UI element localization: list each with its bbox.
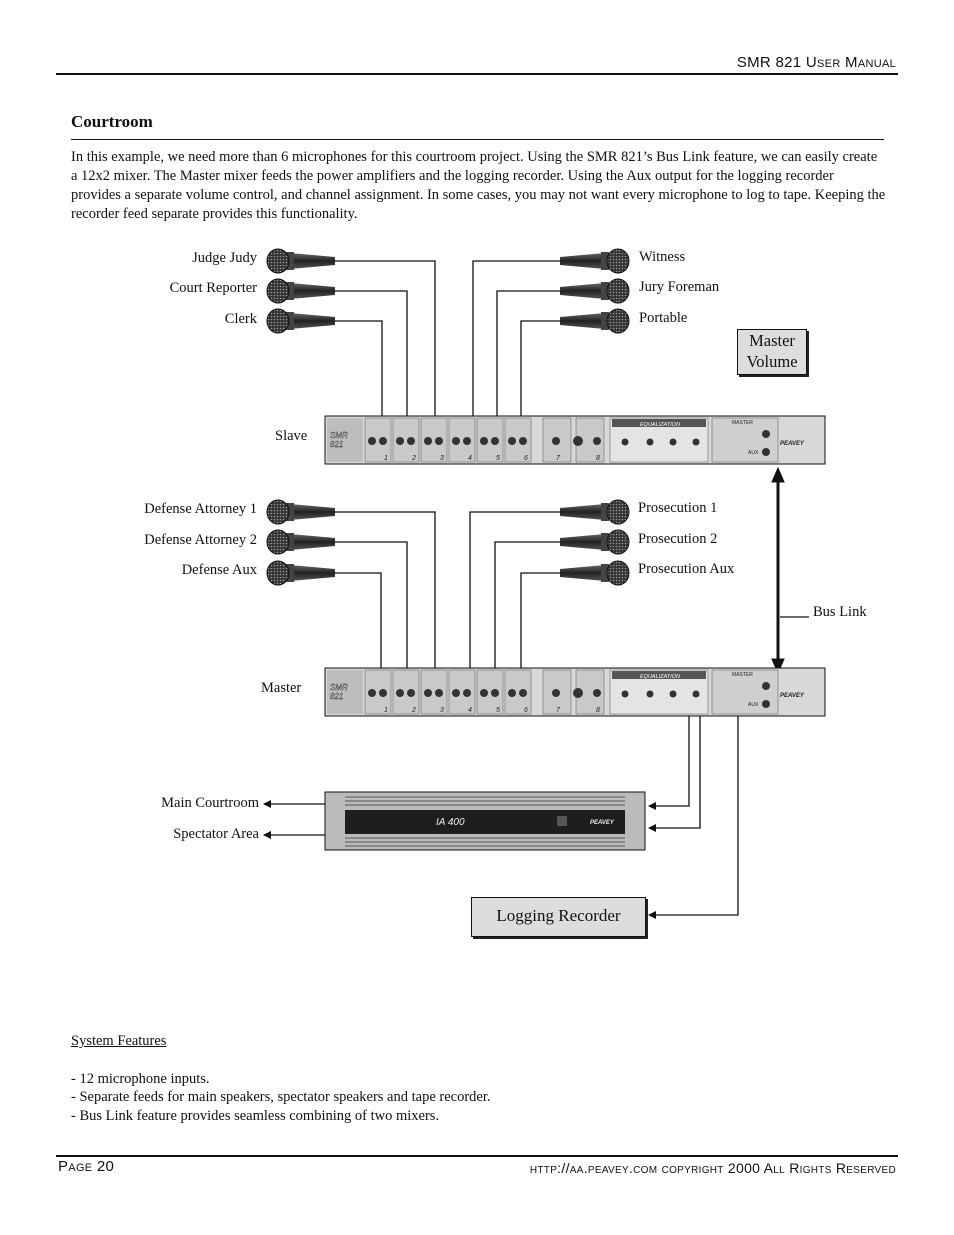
svg-text:5: 5: [496, 455, 500, 462]
svg-text:8: 8: [596, 455, 600, 462]
svg-text:PEAVEY: PEAVEY: [590, 820, 615, 826]
svg-text:4: 4: [468, 455, 472, 462]
feature-item: - 12 microphone inputs.: [71, 1071, 210, 1087]
svg-text:1: 1: [384, 455, 388, 462]
output-label: Spectator Area: [173, 826, 259, 842]
mic-label: Court Reporter: [169, 280, 257, 296]
svg-text:PEAVEY: PEAVEY: [780, 441, 805, 447]
mic-label: Defense Aux: [181, 562, 257, 578]
svg-text:AUX: AUX: [748, 450, 759, 456]
mic-label: Prosecution 1: [638, 500, 718, 516]
master-volume-box: Master Volume: [737, 329, 807, 375]
section-title: Courtroom: [71, 112, 153, 131]
feature-item: - Bus Link feature provides seamless com…: [71, 1108, 440, 1124]
mic-label: Defense Attorney 1: [144, 501, 257, 517]
running-header: SMR 821 User Manual: [736, 54, 896, 71]
svg-text:7: 7: [556, 455, 561, 462]
bus-link-label: Bus Link: [813, 604, 867, 620]
footer-rule: [56, 1155, 898, 1157]
mic-label: Witness: [639, 249, 686, 265]
slave-label: Slave: [275, 428, 308, 444]
svg-text:SMR: SMR: [330, 431, 348, 440]
mic-label: Jury Foreman: [639, 279, 720, 295]
svg-text:EQUALIZATION: EQUALIZATION: [640, 422, 680, 428]
ia400-amplifier: IA 400 PEAVEY: [324, 791, 646, 851]
svg-text:IA 400: IA 400: [436, 817, 465, 828]
mic-label: Defense Attorney 2: [144, 532, 257, 548]
mic-label: Clerk: [224, 311, 257, 327]
mic-label: Prosecution Aux: [638, 561, 735, 577]
footer-copyright: http://aa.peavey.com copyright 2000 All …: [529, 1160, 896, 1176]
header-rule: [56, 73, 898, 75]
svg-text:2: 2: [411, 455, 416, 462]
mic-label: Portable: [639, 310, 688, 326]
svg-text:6: 6: [524, 455, 528, 462]
mic-label: Judge Judy: [192, 250, 257, 266]
svg-text:821: 821: [330, 440, 343, 449]
section-rule: [71, 139, 884, 140]
intro-paragraph: In this example, we need more than 6 mic…: [71, 149, 886, 222]
features-title: System Features: [71, 1033, 167, 1049]
master-label: Master: [261, 680, 302, 696]
output-label: Main Courtroom: [161, 795, 259, 811]
page-number: Page 20: [58, 1158, 115, 1175]
logging-recorder-box: Logging Recorder: [471, 897, 646, 937]
svg-text:3: 3: [440, 455, 444, 462]
svg-text:MASTER: MASTER: [732, 420, 753, 426]
mic-label: Prosecution 2: [638, 531, 718, 547]
feature-item: - Separate feeds for main speakers, spec…: [71, 1089, 491, 1105]
mic-icons: [266, 248, 630, 586]
